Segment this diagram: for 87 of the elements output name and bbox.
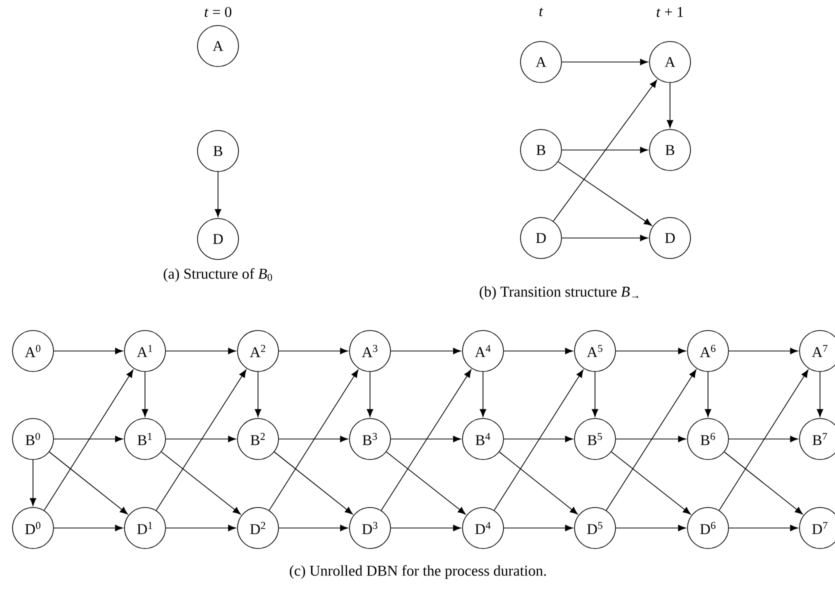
arrow xyxy=(728,436,798,442)
arrow xyxy=(558,161,652,226)
variable-node: B$^{7}$ xyxy=(799,418,835,460)
arrow xyxy=(606,370,696,511)
subfigure-caption: (c) Unrolled DBN for the process duration. xyxy=(290,565,546,579)
arrow xyxy=(268,370,358,511)
arrow xyxy=(54,436,123,442)
variable-node: A$^{4}$ xyxy=(462,330,504,372)
variable-node: A xyxy=(197,25,239,67)
arrow xyxy=(274,452,353,514)
arrow xyxy=(562,234,648,242)
variable-node: D xyxy=(649,217,691,259)
variable-node: D$^{1}$ xyxy=(124,507,166,549)
arrow xyxy=(480,372,486,417)
variable-node: B$^{2}$ xyxy=(237,418,279,460)
arrow xyxy=(30,460,36,506)
variable-node: A$^{2}$ xyxy=(237,330,279,372)
variable-node: A$^{7}$ xyxy=(799,330,835,372)
variable-node: A$^{3}$ xyxy=(349,330,391,372)
arrow xyxy=(156,370,246,511)
arrow xyxy=(54,348,123,354)
variable-node: A$^{0}$ xyxy=(12,330,54,372)
arrow xyxy=(616,348,686,354)
arrow xyxy=(504,524,573,532)
variable-node: B xyxy=(520,129,562,171)
arrow xyxy=(504,348,573,354)
arrow xyxy=(386,452,466,514)
arrow xyxy=(562,146,648,154)
arrow xyxy=(278,524,348,532)
arrow xyxy=(278,436,348,442)
arrow xyxy=(816,372,824,417)
arrow xyxy=(166,348,236,354)
variable-node: A$^{1}$ xyxy=(124,330,166,372)
arrow xyxy=(166,436,236,442)
arrow xyxy=(54,524,123,532)
variable-node: B$^{1}$ xyxy=(124,418,166,460)
arrow xyxy=(592,372,598,417)
variable-node: D$^{3}$ xyxy=(349,507,391,549)
variable-node: A xyxy=(649,41,691,83)
arrow xyxy=(718,370,808,511)
arrow xyxy=(161,452,241,514)
variable-node: B$^{4}$ xyxy=(462,418,504,460)
arrow xyxy=(390,348,461,354)
variable-node: A$^{5}$ xyxy=(574,330,616,372)
variable-node: D xyxy=(197,218,239,260)
variable-node: D$^{7}$ xyxy=(799,507,835,549)
arrow xyxy=(380,370,472,511)
arrow xyxy=(494,370,584,511)
subfigure-caption: (b) Transition structure B$_{→}$ xyxy=(480,286,638,300)
variable-node: D$^{4}$ xyxy=(462,507,504,549)
arrow xyxy=(44,370,134,511)
variable-node: D xyxy=(520,217,562,259)
variable-node: B$^{3}$ xyxy=(349,418,391,460)
arrow xyxy=(704,372,712,417)
time-label: t xyxy=(539,8,544,16)
variable-node: D$^{6}$ xyxy=(687,507,729,549)
variable-node: B xyxy=(197,130,239,172)
variable-node: A$^{6}$ xyxy=(687,330,729,372)
arrow xyxy=(214,172,222,217)
arrow xyxy=(666,82,674,128)
arrow xyxy=(552,80,658,222)
variable-node: A xyxy=(520,41,562,83)
arrow xyxy=(562,58,648,66)
arrow xyxy=(142,372,148,417)
time-label: t + 1 xyxy=(656,7,684,17)
arrow xyxy=(278,348,348,354)
arrow xyxy=(616,524,686,532)
arrow xyxy=(728,348,798,354)
variable-node: D$^{5}$ xyxy=(574,507,616,549)
arrow xyxy=(724,452,803,514)
arrow xyxy=(390,524,461,532)
arrow xyxy=(366,372,374,417)
variable-node: B xyxy=(649,129,691,171)
arrow xyxy=(728,524,798,532)
variable-node: B$^{0}$ xyxy=(12,418,54,460)
arrow xyxy=(390,436,461,442)
arrow xyxy=(504,436,573,442)
variable-node: D$^{2}$ xyxy=(237,507,279,549)
arrow xyxy=(611,452,691,514)
arrow xyxy=(48,452,128,514)
arrow xyxy=(616,436,686,442)
arrow xyxy=(254,372,262,417)
variable-node: D$^{0}$ xyxy=(12,507,54,549)
arrow xyxy=(166,524,236,532)
variable-node: B$^{5}$ xyxy=(574,418,616,460)
arrow xyxy=(498,452,578,514)
variable-node: B$^{6}$ xyxy=(687,418,729,460)
